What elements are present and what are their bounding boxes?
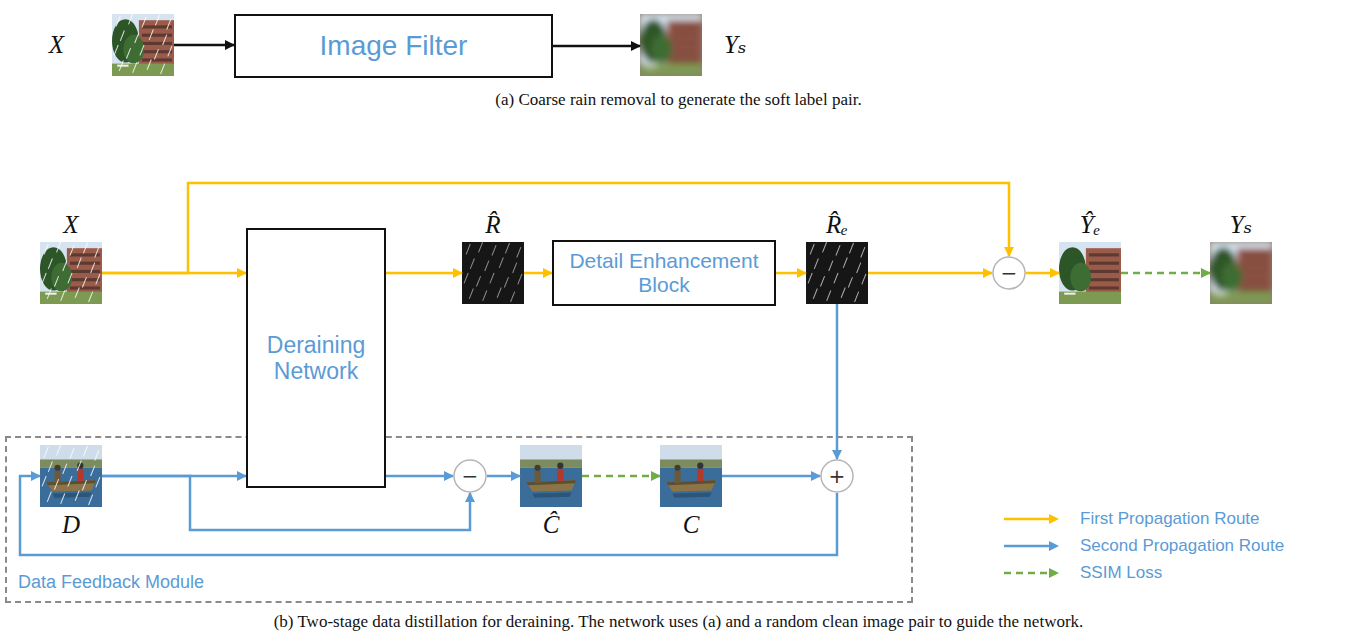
blurred-image — [1210, 242, 1272, 304]
image-label: D — [62, 511, 80, 539]
flow-arrow — [386, 272, 462, 275]
circle-shape — [993, 257, 1025, 289]
derained-image — [1059, 242, 1121, 304]
image-panel: Yₛ — [640, 14, 702, 76]
image-label: Yₛ — [724, 31, 746, 59]
operator-sign: + — [829, 466, 846, 486]
image-panel: X — [40, 242, 102, 304]
image-label: X — [63, 211, 78, 239]
image-panel: R̂ₑ — [806, 242, 868, 304]
box-label: Detail Enhancement Block — [560, 249, 768, 297]
rainy-image — [40, 242, 102, 304]
legend-entry: Second Propagation Route — [1004, 532, 1284, 559]
rainy-image — [112, 14, 174, 76]
derained-boat-image — [520, 445, 582, 507]
legend-text: First Propagation Route — [1080, 509, 1260, 529]
legend-arrowhead — [1049, 568, 1059, 578]
process-box: Deraining Network — [246, 228, 386, 488]
image-panel: C — [660, 445, 722, 507]
legend-entry: First Propagation Route — [1004, 505, 1284, 532]
operator-circle: − — [992, 256, 1026, 290]
legend: First Propagation RouteSecond Propagatio… — [1004, 505, 1284, 586]
rain-map — [462, 242, 524, 304]
flow-arrow — [386, 475, 453, 478]
ssim-loss-arrow — [1121, 272, 1210, 275]
operator-sign: − — [462, 466, 479, 486]
flow-arrow — [487, 475, 520, 478]
image-panel: R̂ — [462, 242, 524, 304]
operator-sign: − — [1001, 263, 1018, 283]
flow-arrow — [174, 44, 234, 47]
subfigure-caption: (a) Coarse rain removal to generate the … — [0, 90, 1357, 110]
flow-arrow — [722, 475, 820, 478]
image-label: X — [49, 31, 64, 59]
image-panel: Yₛ — [1210, 242, 1272, 304]
legend-sample — [1004, 512, 1060, 526]
operator-circle: + — [820, 459, 854, 493]
flow-arrow — [1026, 272, 1059, 275]
legend-line — [1004, 571, 1050, 574]
circle-shape — [821, 460, 853, 492]
flow-arrow — [20, 476, 837, 555]
legend-sample — [1004, 539, 1060, 553]
image-panel: Ŷₑ — [1059, 242, 1121, 304]
legend-text: SSIM Loss — [1080, 563, 1162, 583]
image-label: R̂ₑ — [826, 211, 848, 239]
legend-line — [1004, 517, 1050, 520]
module-title: Data Feedback Module — [18, 572, 204, 593]
image-label: Ĉ — [543, 511, 560, 539]
rainy-boat-image — [40, 445, 102, 507]
image-panel: Ĉ — [520, 445, 582, 507]
image-label: Yₛ — [1230, 211, 1252, 239]
circle-shape — [454, 460, 486, 492]
module-region: Data Feedback Module D − Ĉ C + — [6, 437, 912, 602]
legend-sample — [1004, 566, 1060, 580]
legend-arrowhead — [1049, 541, 1059, 551]
process-box: Image Filter — [234, 14, 553, 78]
rain-map — [806, 242, 868, 304]
operator-circle: − — [453, 459, 487, 493]
image-label: Ŷₑ — [1080, 211, 1100, 239]
image-label: C — [683, 511, 700, 539]
flow-arrow — [553, 45, 640, 48]
blurred-image — [640, 14, 702, 76]
legend-text: Second Propagation Route — [1080, 536, 1284, 556]
box-label: Deraining Network — [254, 332, 378, 385]
box-label: Image Filter — [320, 30, 468, 62]
ssim-loss-arrow — [582, 475, 660, 478]
flow-arrow — [524, 272, 552, 275]
flow-arrow — [868, 272, 992, 275]
process-box: Detail Enhancement Block — [552, 240, 776, 306]
legend-entry: SSIM Loss — [1004, 559, 1284, 586]
legend-line — [1004, 544, 1050, 547]
image-panel: D — [40, 445, 102, 507]
clean-boat-image — [660, 445, 722, 507]
flow-arrow — [776, 272, 806, 275]
image-label: R̂ — [485, 211, 500, 239]
flow-arrow — [836, 304, 839, 459]
image-panel: X — [112, 14, 174, 76]
figure-caption: (b) Two-stage data distillation for dera… — [0, 612, 1357, 632]
legend-arrowhead — [1049, 514, 1059, 524]
